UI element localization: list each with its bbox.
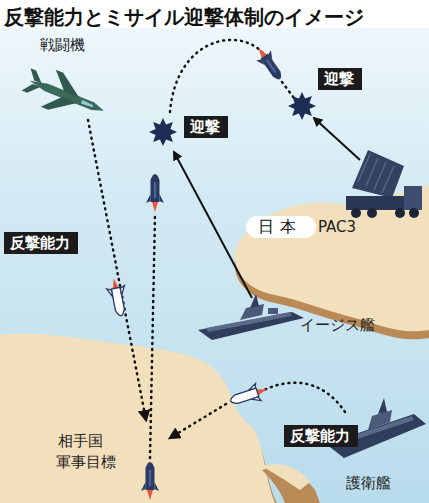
counterstrike-path	[170, 404, 226, 438]
ship-label: 護衛艦	[346, 474, 391, 492]
counterstrike-path	[88, 120, 146, 420]
box-text: 日本	[258, 217, 304, 236]
launch-path	[150, 215, 155, 458]
fighter-jet	[19, 61, 112, 130]
opponent-land	[0, 334, 320, 503]
counterstrike-missile	[105, 277, 130, 318]
intercept-arrow	[314, 118, 360, 160]
enemy-missile	[251, 43, 288, 84]
pac3-launcher	[346, 150, 422, 218]
caption-box: 反撃能力	[4, 232, 78, 254]
explosion	[149, 118, 177, 146]
caption-box: 迎撃	[184, 116, 228, 138]
trajectory-path	[282, 82, 294, 98]
counterstrike-path	[264, 383, 345, 412]
sea	[0, 28, 429, 503]
title: 反撃能力とミサイル迎撃体制のイメージ	[4, 4, 364, 31]
caption-box: 反撃能力	[284, 425, 358, 447]
explosion	[288, 92, 316, 120]
box-text: 迎撃	[190, 118, 222, 136]
enemy-missile	[146, 174, 164, 212]
country-label: 相手国	[58, 432, 103, 450]
trajectory-path	[170, 40, 262, 112]
box-text: 迎撃	[324, 70, 356, 88]
caption-box: 迎撃	[318, 68, 362, 90]
box-text: 反撃能力	[290, 427, 352, 445]
system-label: PAC3	[318, 218, 356, 236]
box-text: 反撃能力	[10, 234, 72, 252]
target-missile	[141, 462, 159, 500]
japan-land	[235, 185, 429, 339]
country-label-box: 日本	[246, 216, 316, 238]
aegis-ship	[198, 294, 304, 340]
intercept-arrow	[174, 152, 252, 298]
aircraft-label: 戦闘機	[40, 36, 85, 54]
ship-label: イージス艦	[300, 316, 375, 334]
target-label: 軍事目標	[56, 453, 116, 471]
counterstrike-missile	[228, 381, 270, 410]
